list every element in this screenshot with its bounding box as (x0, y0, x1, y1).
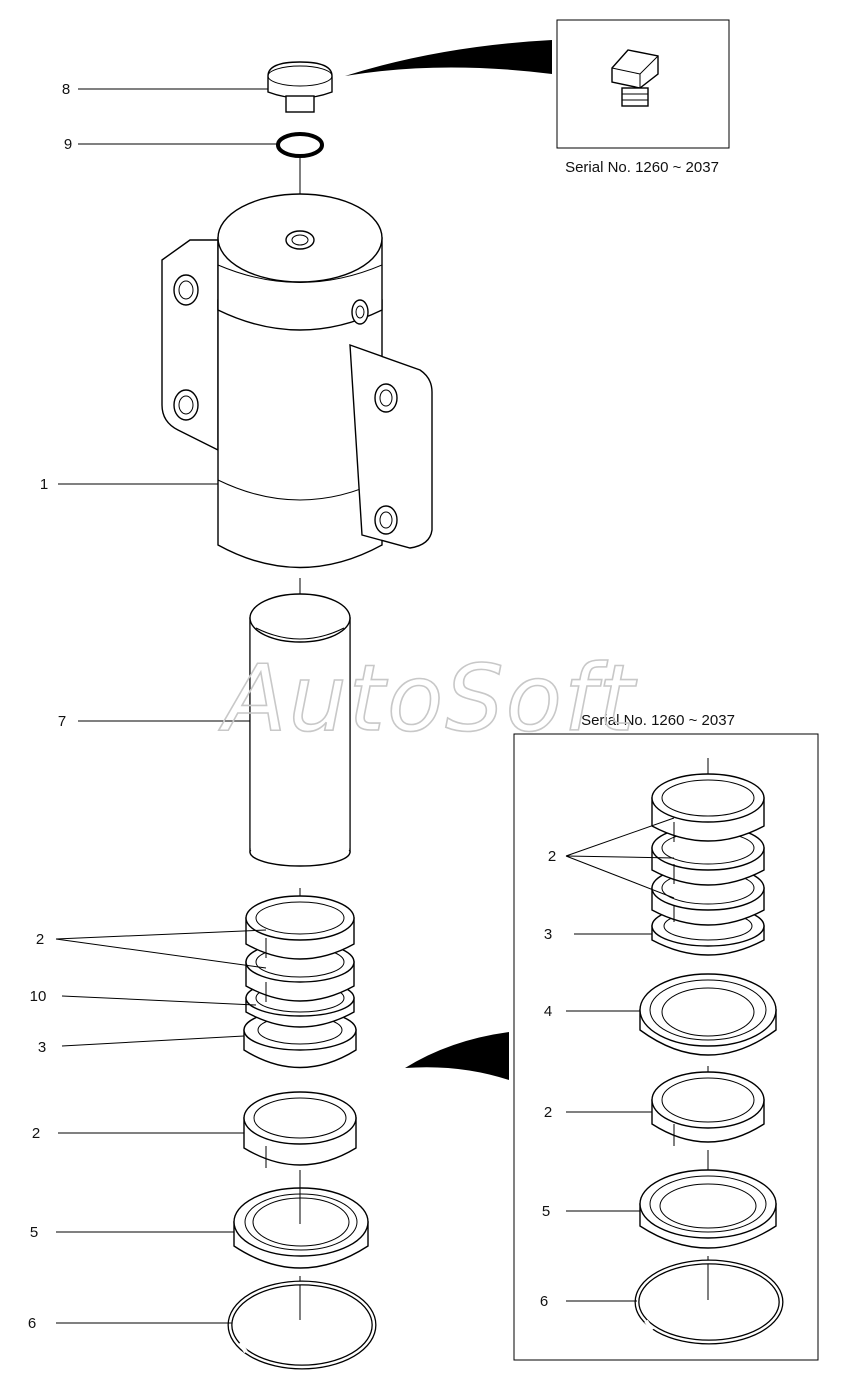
inset-top-pointer (345, 40, 552, 76)
watermark: AutoSoft (219, 645, 638, 752)
inset-label-2-stack: 2 (548, 848, 556, 865)
inset-label-6: 6 (540, 1293, 548, 1310)
inset-label-5: 5 (542, 1203, 550, 1220)
inset-top-frame (556, 19, 730, 149)
inset-label-4: 4 (544, 1003, 552, 1020)
label-2-stack: 2 (36, 931, 44, 948)
inset-bottom-pointer (405, 1032, 509, 1080)
part-5-seal (233, 1180, 369, 1269)
part-7-piston (249, 593, 351, 867)
inset-bottom: Serial No. 1260 ~ 2037 (405, 712, 819, 1361)
ring-stack-main (243, 895, 357, 1069)
inset-top: Serial No. 1260 ~ 2037 (345, 19, 730, 176)
inset-label-2-single: 2 (544, 1104, 552, 1121)
inset-label-3: 3 (544, 926, 552, 943)
part-6-snap-ring (227, 1280, 377, 1370)
inset-bottom-caption: Serial No. 1260 ~ 2037 (581, 712, 735, 729)
labels-main: 8 9 1 7 2 10 3 2 5 6 (28, 81, 72, 1332)
part-8-plug (267, 61, 333, 113)
label-3: 3 (38, 1039, 46, 1056)
label-1: 1 (40, 476, 48, 493)
leaders-main (55, 88, 278, 1324)
label-5: 5 (30, 1224, 38, 1241)
label-10: 10 (30, 988, 47, 1005)
label-6: 6 (28, 1315, 36, 1332)
label-8: 8 (62, 81, 70, 98)
inset-top-caption: Serial No. 1260 ~ 2037 (565, 159, 719, 176)
part-1-housing (161, 193, 433, 569)
part-9-o-ring (276, 132, 324, 158)
inset-bottom-frame (513, 733, 819, 1361)
part-2-ring-single (243, 1091, 357, 1168)
plug-alt-icon (611, 49, 659, 107)
label-7: 7 (58, 713, 66, 730)
label-9: 9 (64, 136, 72, 153)
label-2-single: 2 (32, 1125, 40, 1142)
